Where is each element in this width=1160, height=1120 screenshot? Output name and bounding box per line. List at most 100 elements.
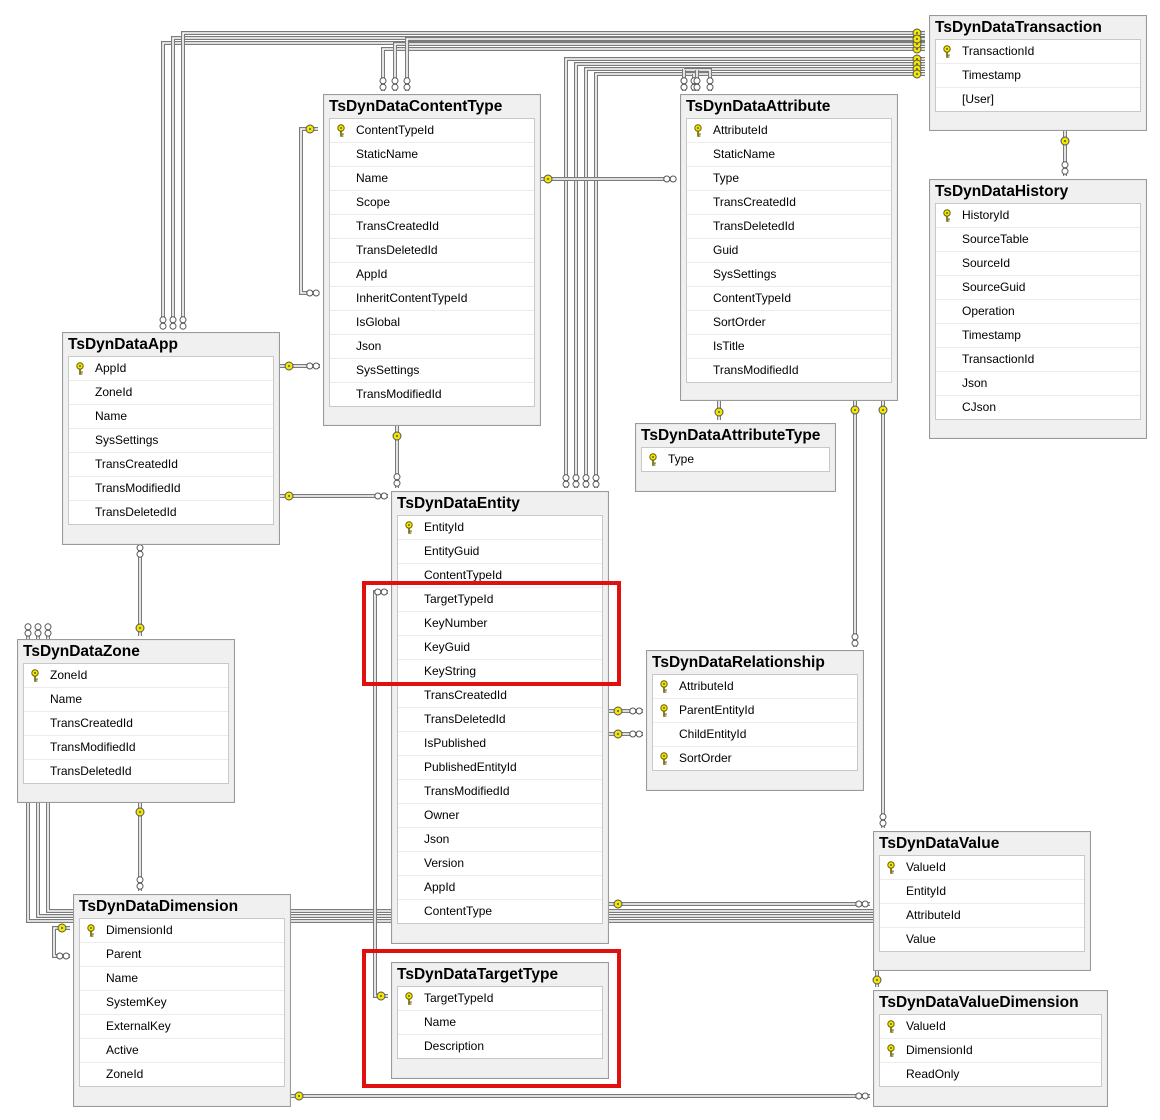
column-row[interactable]: Json bbox=[936, 372, 1140, 396]
column-row[interactable]: IsGlobal bbox=[330, 311, 534, 335]
column-row[interactable]: IsPublished bbox=[398, 732, 602, 756]
table-valuedimension[interactable]: TsDynDataValueDimension ValueId Dimensio… bbox=[873, 990, 1108, 1107]
column-row[interactable]: Name bbox=[69, 405, 273, 429]
column-row[interactable]: TransModifiedId bbox=[69, 477, 273, 501]
column-row[interactable]: Timestamp bbox=[936, 324, 1140, 348]
column-row[interactable]: ParentEntityId bbox=[653, 699, 857, 723]
table-relationship[interactable]: TsDynDataRelationship AttributeId Parent… bbox=[646, 650, 864, 791]
column-row[interactable]: SourceTable bbox=[936, 228, 1140, 252]
column-row[interactable]: ContentTypeId bbox=[398, 564, 602, 588]
column-row[interactable]: Type bbox=[687, 167, 891, 191]
column-row[interactable]: SourceGuid bbox=[936, 276, 1140, 300]
column-row[interactable]: AppId bbox=[69, 357, 273, 381]
column-row[interactable]: SysSettings bbox=[687, 263, 891, 287]
column-row[interactable]: KeyString bbox=[398, 660, 602, 684]
column-row[interactable]: Parent bbox=[80, 943, 284, 967]
column-row[interactable]: SysSettings bbox=[330, 359, 534, 383]
column-row[interactable]: IsTitle bbox=[687, 335, 891, 359]
column-row[interactable]: TransDeletedId bbox=[69, 501, 273, 524]
column-row[interactable]: ValueId bbox=[880, 1015, 1101, 1039]
column-row[interactable]: Type bbox=[642, 448, 829, 471]
column-row[interactable]: TransCreatedId bbox=[69, 453, 273, 477]
column-row[interactable]: Json bbox=[398, 828, 602, 852]
column-row[interactable]: TransDeletedId bbox=[330, 239, 534, 263]
column-row[interactable]: ExternalKey bbox=[80, 1015, 284, 1039]
table-title[interactable]: TsDynDataHistory bbox=[935, 183, 1069, 200]
column-row[interactable]: KeyGuid bbox=[398, 636, 602, 660]
column-row[interactable]: ValueId bbox=[880, 856, 1084, 880]
column-row[interactable]: TargetTypeId bbox=[398, 588, 602, 612]
column-row[interactable]: SortOrder bbox=[687, 311, 891, 335]
column-row[interactable]: ZoneId bbox=[24, 664, 228, 688]
column-row[interactable]: ZoneId bbox=[80, 1063, 284, 1086]
column-row[interactable]: SortOrder bbox=[653, 747, 857, 770]
column-row[interactable]: Operation bbox=[936, 300, 1140, 324]
table-title[interactable]: TsDynDataAttribute bbox=[686, 98, 831, 115]
column-row[interactable]: TransModifiedId bbox=[398, 780, 602, 804]
column-row[interactable]: StaticName bbox=[330, 143, 534, 167]
column-row[interactable]: EntityGuid bbox=[398, 540, 602, 564]
table-title[interactable]: TsDynDataValue bbox=[879, 835, 1000, 852]
column-row[interactable]: DimensionId bbox=[880, 1039, 1101, 1063]
column-row[interactable]: TransCreatedId bbox=[330, 215, 534, 239]
column-row[interactable]: AttributeId bbox=[880, 904, 1084, 928]
column-row[interactable]: Name bbox=[398, 1011, 602, 1035]
table-title[interactable]: TsDynDataAttributeType bbox=[641, 427, 821, 444]
column-row[interactable]: TransCreatedId bbox=[398, 684, 602, 708]
table-title[interactable]: TsDynDataTransaction bbox=[935, 19, 1102, 36]
column-row[interactable]: ContentTypeId bbox=[330, 119, 534, 143]
column-row[interactable]: ContentType bbox=[398, 900, 602, 923]
column-row[interactable]: ContentTypeId bbox=[687, 287, 891, 311]
column-row[interactable]: Description bbox=[398, 1035, 602, 1058]
column-row[interactable]: HistoryId bbox=[936, 204, 1140, 228]
table-title[interactable]: TsDynDataApp bbox=[68, 336, 178, 353]
column-row[interactable]: Value bbox=[880, 928, 1084, 951]
table-title[interactable]: TsDynDataContentType bbox=[329, 98, 503, 115]
column-row[interactable]: Version bbox=[398, 852, 602, 876]
column-row[interactable]: DimensionId bbox=[80, 919, 284, 943]
column-row[interactable]: Name bbox=[330, 167, 534, 191]
column-row[interactable]: Active bbox=[80, 1039, 284, 1063]
column-row[interactable]: AppId bbox=[398, 876, 602, 900]
column-row[interactable]: TransactionId bbox=[936, 40, 1140, 64]
column-row[interactable]: Timestamp bbox=[936, 64, 1140, 88]
column-row[interactable]: Name bbox=[80, 967, 284, 991]
column-row[interactable]: Scope bbox=[330, 191, 534, 215]
column-row[interactable]: PublishedEntityId bbox=[398, 756, 602, 780]
column-row[interactable]: AppId bbox=[330, 263, 534, 287]
column-row[interactable]: TransactionId bbox=[936, 348, 1140, 372]
column-row[interactable]: CJson bbox=[936, 396, 1140, 419]
column-row[interactable]: [User] bbox=[936, 88, 1140, 111]
table-title[interactable]: TsDynDataZone bbox=[23, 643, 140, 660]
column-row[interactable]: ChildEntityId bbox=[653, 723, 857, 747]
column-row[interactable]: Guid bbox=[687, 239, 891, 263]
table-title[interactable]: TsDynDataTargetType bbox=[397, 966, 559, 983]
column-row[interactable]: TargetTypeId bbox=[398, 987, 602, 1011]
column-row[interactable]: TransDeletedId bbox=[24, 760, 228, 783]
table-title[interactable]: TsDynDataDimension bbox=[79, 898, 239, 915]
column-row[interactable]: SysSettings bbox=[69, 429, 273, 453]
column-row[interactable]: AttributeId bbox=[653, 675, 857, 699]
column-row[interactable]: SystemKey bbox=[80, 991, 284, 1015]
column-row[interactable]: Owner bbox=[398, 804, 602, 828]
column-row[interactable]: EntityId bbox=[880, 880, 1084, 904]
column-row[interactable]: ZoneId bbox=[69, 381, 273, 405]
column-row[interactable]: TransCreatedId bbox=[687, 191, 891, 215]
column-row[interactable]: EntityId bbox=[398, 516, 602, 540]
column-row[interactable]: KeyNumber bbox=[398, 612, 602, 636]
column-row[interactable]: TransCreatedId bbox=[24, 712, 228, 736]
column-row[interactable]: TransModifiedId bbox=[330, 383, 534, 406]
column-row[interactable]: TransModifiedId bbox=[24, 736, 228, 760]
column-row[interactable]: StaticName bbox=[687, 143, 891, 167]
column-row[interactable]: TransModifiedId bbox=[687, 359, 891, 382]
